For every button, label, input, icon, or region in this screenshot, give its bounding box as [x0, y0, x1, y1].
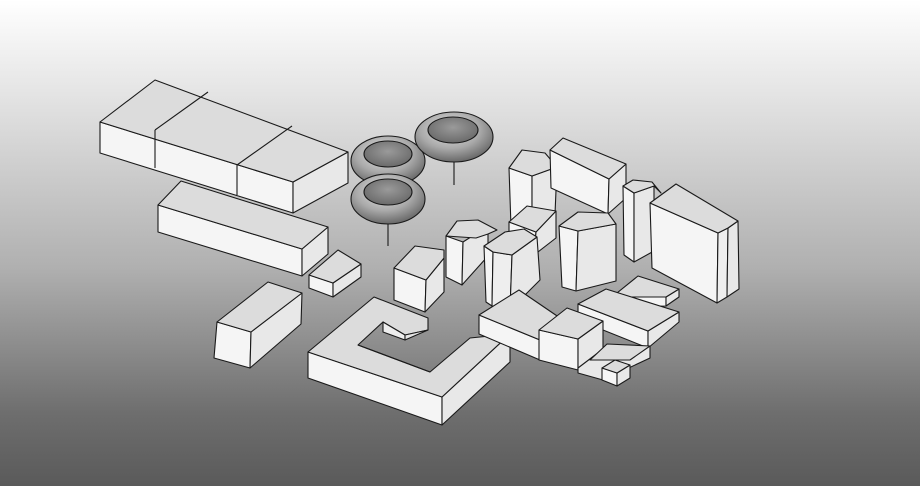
building-slab-top-right[interactable] [549, 137, 627, 215]
building-small-block[interactable] [308, 249, 362, 298]
building-tower-right[interactable] [622, 179, 662, 263]
building-u-shaped-courtyard[interactable] [307, 296, 511, 426]
building-block-center-right[interactable] [558, 211, 617, 292]
building-prism-left[interactable] [393, 245, 445, 313]
building-prism-center[interactable] [445, 219, 498, 286]
tree-right[interactable] [414, 111, 494, 185]
building-far-right[interactable] [649, 183, 740, 304]
building-courtyard-small[interactable] [577, 343, 651, 387]
building-long-bar[interactable] [157, 180, 329, 277]
building-large-slab[interactable] [99, 79, 349, 214]
tree-left-bottom[interactable] [350, 173, 426, 246]
building-medium-block[interactable] [213, 281, 303, 369]
